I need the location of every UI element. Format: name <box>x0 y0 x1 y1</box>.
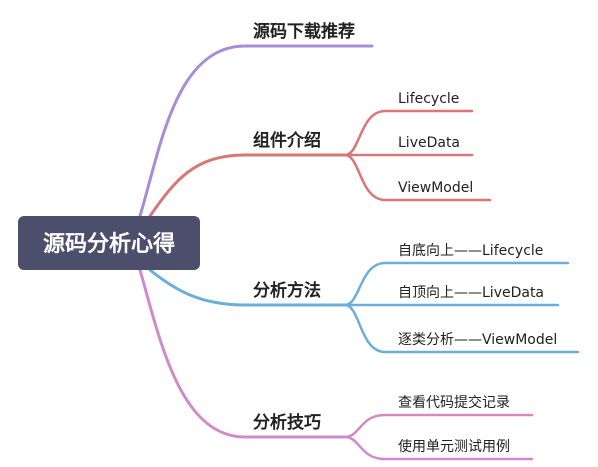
connector-leaf-3-1 <box>343 435 534 461</box>
connector-leaf-2-0 <box>343 261 570 307</box>
connector-branch-3 <box>138 268 347 439</box>
connector-branch-0 <box>138 44 374 218</box>
branch-label-tips: 分析技巧 <box>253 412 321 433</box>
branch-label-methods: 分析方法 <box>253 280 321 301</box>
connector-leaf-3-0 <box>343 413 534 439</box>
leaf-label-unit-tests: 使用单元测试用例 <box>398 438 510 455</box>
connector-leaf-1-2 <box>343 153 492 202</box>
connector-leaf-1-0 <box>343 109 474 157</box>
root-label: 源码分析心得 <box>43 231 175 257</box>
leaf-label-viewmodel: ViewModel <box>398 180 473 196</box>
leaf-label-bottom-up: 自底向上——Lifecycle <box>398 243 543 259</box>
leaf-label-commit-history: 查看代码提交记录 <box>398 394 510 411</box>
root-node: 源码分析心得 <box>18 216 200 270</box>
leaf-label-livedata: LiveData <box>398 135 460 151</box>
leaf-label-top-down: 自顶向上——LiveData <box>398 285 544 301</box>
leaf-label-lifecycle: Lifecycle <box>398 91 459 107</box>
connector-branch-2 <box>148 268 347 307</box>
branch-label-download: 源码下载推荐 <box>253 21 355 42</box>
connector-leaf-2-2 <box>343 303 580 354</box>
connector-branch-1 <box>148 153 347 218</box>
leaf-label-class-by-class: 逐类分析——ViewModel <box>398 332 557 348</box>
branch-label-components: 组件介绍 <box>253 130 321 151</box>
